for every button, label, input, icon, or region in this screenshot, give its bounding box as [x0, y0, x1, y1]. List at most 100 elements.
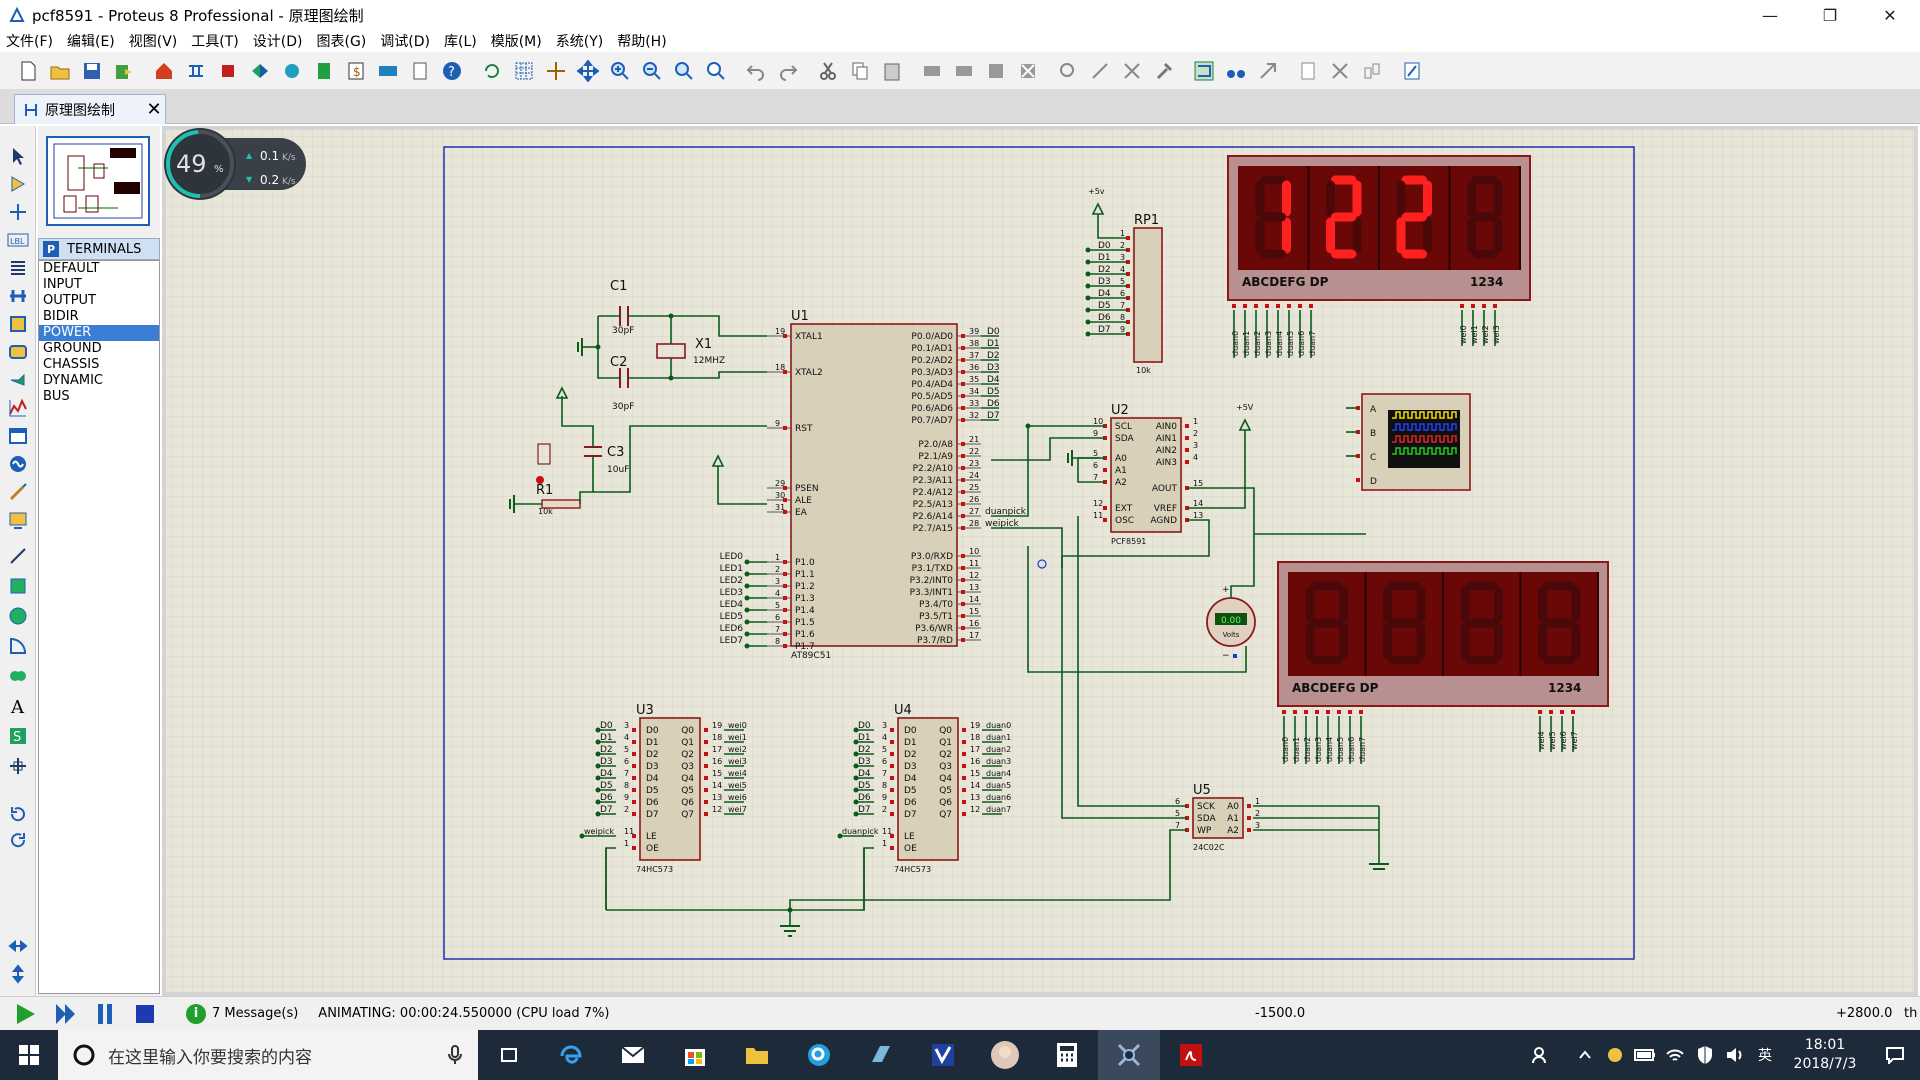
terminal-bidir[interactable]: BIDIR: [43, 309, 79, 324]
remove-sheet-button[interactable]: [1326, 57, 1354, 85]
redo-button[interactable]: [774, 57, 802, 85]
menu-view[interactable]: 视图(V): [128, 34, 178, 50]
zoom-out-button[interactable]: [638, 57, 666, 85]
box-tool-button[interactable]: [4, 574, 32, 598]
wire-label-mode-button[interactable]: LBL: [4, 228, 32, 252]
mirror-x-button[interactable]: [4, 934, 32, 958]
marker-tool-button[interactable]: [4, 754, 32, 778]
design-explorer-button[interactable]: [310, 57, 338, 85]
pause-simulation-button[interactable]: [90, 1000, 120, 1028]
wifi-button[interactable]: [1660, 1030, 1690, 1080]
schematic-button[interactable]: [182, 57, 210, 85]
pick-from-library-button[interactable]: P: [43, 241, 59, 257]
pick-device-button[interactable]: [1054, 57, 1082, 85]
terminal-output[interactable]: OUTPUT: [43, 293, 96, 308]
run-simulation-button[interactable]: [10, 1000, 40, 1028]
start-button[interactable]: [0, 1030, 58, 1080]
maximize-button[interactable]: ❐: [1822, 5, 1838, 25]
task-view-button[interactable]: [478, 1030, 540, 1080]
overview-window[interactable]: [46, 136, 150, 226]
block-delete-button[interactable]: [1014, 57, 1042, 85]
generator-mode-button[interactable]: [4, 452, 32, 476]
arc-tool-button[interactable]: [4, 634, 32, 658]
input-language-button[interactable]: 英: [1758, 1048, 1772, 1064]
close-button[interactable]: ✕: [1883, 5, 1897, 25]
bus-mode-button[interactable]: [4, 284, 32, 308]
cut-button[interactable]: [814, 57, 842, 85]
pdf-reader-button[interactable]: [1160, 1030, 1222, 1080]
microphone-icon[interactable]: [446, 1044, 464, 1066]
subcircuit-mode-button[interactable]: [4, 312, 32, 336]
import-button[interactable]: [110, 57, 138, 85]
copy-button[interactable]: [846, 57, 874, 85]
mail-button[interactable]: [602, 1030, 664, 1080]
property-assign-button[interactable]: [1254, 57, 1282, 85]
tape-recorder-mode-button[interactable]: [4, 424, 32, 448]
menu-tools[interactable]: 工具(T): [191, 34, 239, 50]
new-sheet-button[interactable]: [1294, 57, 1322, 85]
menu-file[interactable]: 文件(F): [6, 34, 53, 50]
terminal-input[interactable]: INPUT: [43, 277, 82, 292]
decompose-button[interactable]: [1150, 57, 1178, 85]
undo-button[interactable]: [742, 57, 770, 85]
device-pins-mode-button[interactable]: [4, 368, 32, 392]
text-tool-button[interactable]: A: [4, 694, 32, 718]
make-device-button[interactable]: [1086, 57, 1114, 85]
pcb-button[interactable]: [214, 57, 242, 85]
step-simulation-button[interactable]: [50, 1000, 80, 1028]
search-tag-button[interactable]: [1222, 57, 1250, 85]
new-file-button[interactable]: [14, 57, 42, 85]
home-button[interactable]: [150, 57, 178, 85]
block-rotate-button[interactable]: [982, 57, 1010, 85]
rotate-anticlockwise-button[interactable]: [4, 828, 32, 852]
component-mode-button[interactable]: [4, 172, 32, 196]
symbol-tool-button[interactable]: S: [4, 724, 32, 748]
notes-button[interactable]: [406, 57, 434, 85]
graph-mode-button[interactable]: [4, 396, 32, 420]
file-explorer-button[interactable]: [726, 1030, 788, 1080]
wire-autorouter-button[interactable]: [1190, 57, 1218, 85]
schematic-sheet[interactable]: U1AT89C5119XTAL118XTAL29RST29PSEN30ALE31…: [162, 126, 1918, 996]
terminal-ground[interactable]: GROUND: [43, 341, 102, 356]
zoom-all-button[interactable]: [670, 57, 698, 85]
battery-button[interactable]: [1630, 1030, 1660, 1080]
save-button[interactable]: [78, 57, 106, 85]
menu-debug[interactable]: 调试(D): [380, 34, 430, 50]
people-button[interactable]: [1526, 1030, 1556, 1080]
bom-button[interactable]: $: [342, 57, 370, 85]
store-button[interactable]: [664, 1030, 726, 1080]
visual-studio-button[interactable]: [912, 1030, 974, 1080]
terminal-dynamic[interactable]: DYNAMIC: [43, 373, 103, 388]
edge-browser-button[interactable]: [540, 1030, 602, 1080]
zoom-area-button[interactable]: [702, 57, 730, 85]
zoom-in-button[interactable]: [606, 57, 634, 85]
paste-button[interactable]: [878, 57, 906, 85]
stop-simulation-button[interactable]: [130, 1000, 160, 1028]
help-button[interactable]: ?: [438, 57, 466, 85]
refresh-button[interactable]: [478, 57, 506, 85]
voltage-probe-mode-button[interactable]: [4, 480, 32, 504]
junction-mode-button[interactable]: [4, 200, 32, 224]
terminal-chassis[interactable]: CHASSIS: [43, 357, 100, 372]
taskbar-search-box[interactable]: 在这里输入你要搜索的内容: [58, 1030, 478, 1080]
3d-view-button[interactable]: [246, 57, 274, 85]
text-script-mode-button[interactable]: [4, 256, 32, 280]
terminal-bus[interactable]: BUS: [43, 389, 70, 404]
grid-toggle-button[interactable]: [510, 57, 538, 85]
user-avatar-button[interactable]: [974, 1030, 1036, 1080]
terminal-default[interactable]: DEFAULT: [43, 261, 100, 276]
menu-library[interactable]: 库(L): [443, 34, 477, 50]
virtual-instruments-mode-button[interactable]: [4, 508, 32, 532]
source-code-button[interactable]: [374, 57, 402, 85]
open-file-button[interactable]: [46, 57, 74, 85]
calculator-button[interactable]: [1036, 1030, 1098, 1080]
path-tool-button[interactable]: [4, 664, 32, 688]
exit-parent-button[interactable]: [1358, 57, 1386, 85]
block-move-button[interactable]: [950, 57, 978, 85]
mirror-y-button[interactable]: [4, 962, 32, 986]
line-tool-button[interactable]: [4, 544, 32, 568]
menu-system[interactable]: 系统(Y): [555, 34, 604, 50]
netlist-button[interactable]: [1398, 57, 1426, 85]
